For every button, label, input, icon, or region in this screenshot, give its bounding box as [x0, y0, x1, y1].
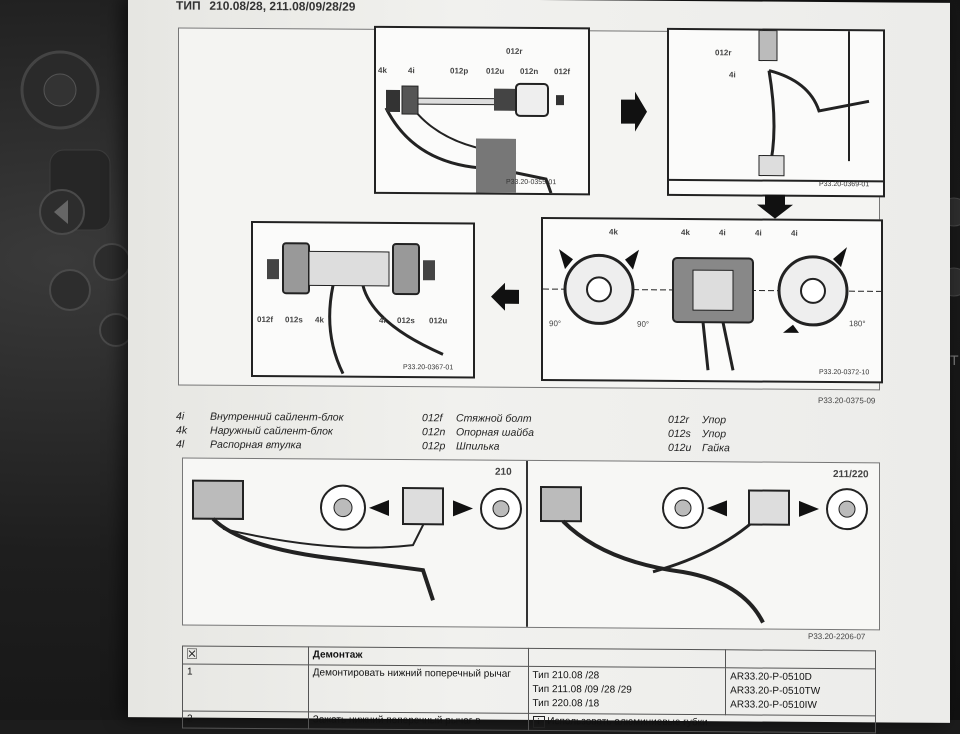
- row-refs: AR33.20-P-0510D AR33.20-P-0510TW AR33.20…: [725, 667, 876, 716]
- p4-label-012f: 012f: [257, 315, 274, 325]
- table-header-title: Демонтаж: [308, 646, 528, 667]
- page-header: ТИП 210.08/28, 211.08/09/28/29: [176, 0, 355, 14]
- p3-label-4k-b: 4k: [681, 227, 690, 238]
- panel-4-drawing: [267, 242, 444, 375]
- bottom-label-211-220: 211/220: [833, 469, 869, 481]
- p4-label-012u: 012u: [429, 316, 448, 326]
- manual-page: ТИП 210.08/28, 211.08/09/28/29 4k 4i 012…: [128, 0, 950, 733]
- p3-angle-180: 180°: [849, 319, 866, 329]
- p1-label-012u: 012u: [486, 66, 505, 76]
- doc-link[interactable]: AR33.20-P-0510IW: [730, 699, 817, 711]
- p1-label-4i: 4i: [408, 66, 415, 76]
- p4-label-012s-a: 012s: [285, 315, 303, 325]
- p4-label-012s-b: 012s: [397, 316, 415, 326]
- p2-code: P33.20-0369-01: [819, 180, 870, 189]
- p4-label-4k: 4k: [315, 315, 324, 325]
- table-row: 1 Демонтировать нижний поперечный рычаг …: [182, 664, 876, 716]
- row-number: 1: [182, 664, 309, 712]
- p1-label-012n: 012n: [520, 66, 539, 76]
- header-type-label: ТИП: [176, 0, 201, 13]
- p4-label-4i: 4i: [379, 315, 386, 325]
- p1-label-012f: 012f: [554, 67, 571, 77]
- row-action: Демонтировать нижний поперечный рычаг: [308, 664, 528, 714]
- tools-icon: [182, 646, 309, 665]
- doc-link[interactable]: AR33.20-P-0510D: [730, 671, 812, 683]
- figure-bottom-drawing: [192, 460, 868, 627]
- header-type-value: 210.08/28, 211.08/09/28/29: [209, 0, 356, 14]
- p3-label-4k-a: 4k: [609, 227, 618, 237]
- row-action: Зажать нижний поперечный рычаг в: [308, 711, 528, 731]
- panel-2-press-in: 012r 4i P33.20-0369-01: [667, 27, 885, 198]
- p3-angle-90-left: 90°: [549, 319, 562, 329]
- figure-bottom: 210 211/220: [182, 457, 880, 631]
- figure-bottom-code: P33.20-2206-07: [808, 631, 866, 642]
- panel-2-drawing: [669, 30, 883, 183]
- figure-top-code: P33.20-0375-09: [818, 395, 876, 406]
- doc-link[interactable]: AR33.20-P-0510TW: [730, 685, 821, 697]
- table-row: 2 Зажать нижний поперечный рычаг в i Исп…: [182, 711, 876, 733]
- p1-label-4k: 4k: [378, 65, 387, 75]
- table-header-row: Демонтаж: [182, 646, 876, 669]
- operations-table: Демонтаж 1 Демонтировать нижний поперечн…: [182, 646, 876, 734]
- panel-3-orientation: 4k 4k 4i 4i 4i 90° 90° 180° P33.20-0372-…: [541, 217, 883, 384]
- panel-1-press-out: 4k 4i 012p 012r 012u 012n 012f P33.20-03…: [374, 25, 590, 196]
- p1-label-012p: 012p: [450, 66, 469, 76]
- panel-3-drawing: [543, 247, 881, 371]
- p1-code: P33.20-0355-01: [506, 178, 557, 187]
- p3-code: P33.20-0372-10: [819, 368, 870, 377]
- table-header-empty: [528, 648, 726, 668]
- p1-label-012r: 012r: [506, 46, 523, 56]
- table-header-empty: [725, 649, 876, 669]
- p2-label-4i: 4i: [729, 70, 736, 80]
- arrow-down-icon: [757, 194, 793, 219]
- p3-label-4l: 4i: [719, 228, 726, 238]
- row-types: Тип 210.08 /28 Тип 211.08 /09 /28 /29 Ти…: [528, 666, 726, 715]
- arrow-left-icon: [491, 282, 519, 311]
- p4-code: P33.20-0367-01: [403, 364, 454, 372]
- p2-label-012r: 012r: [715, 48, 732, 58]
- steering-wheel-controls: [20, 50, 130, 347]
- p3-label-4i-b: 4i: [791, 228, 798, 238]
- info-icon: i: [532, 715, 545, 729]
- row-note: i Использовать алюминиевые губки: [528, 713, 876, 733]
- figure-top: 4k 4i 012p 012r 012u 012n 012f P33.20-03…: [178, 25, 885, 391]
- bottom-label-210: 210: [495, 466, 512, 478]
- p3-label-4i-a: 4i: [755, 228, 762, 238]
- panel-4-assembled: 012f 012s 4k 4i 012s 012u P33.20-0367-01: [251, 220, 475, 379]
- p3-angle-90-right: 90°: [637, 319, 650, 329]
- panel-1-drawing: [384, 82, 564, 194]
- arrow-right-icon: [621, 91, 647, 132]
